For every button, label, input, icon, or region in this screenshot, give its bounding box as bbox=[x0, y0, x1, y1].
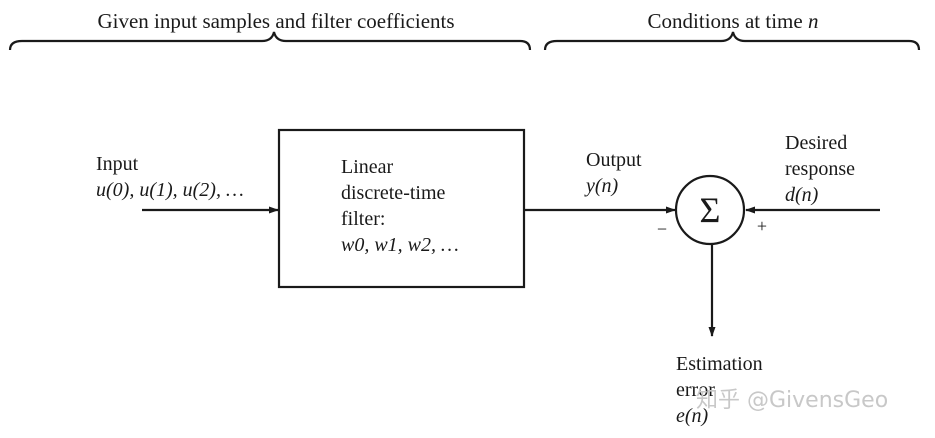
error-line2: error bbox=[676, 379, 715, 401]
brace-right bbox=[543, 31, 921, 51]
watermark: 知乎 @GivensGeo bbox=[696, 388, 888, 413]
filter-line3: filter: bbox=[341, 208, 385, 230]
brace-left bbox=[8, 31, 532, 51]
output-label: Output bbox=[586, 149, 642, 171]
desired-symbol: d(n) bbox=[785, 184, 819, 206]
header-right: Conditions at time n bbox=[648, 9, 819, 33]
filter-line2: discrete-time bbox=[341, 182, 446, 204]
sigma-symbol: Σ bbox=[700, 190, 721, 230]
error-line1: Estimation bbox=[676, 353, 763, 375]
input-samples: u(0), u(1), u(2), … bbox=[96, 179, 244, 201]
filter-box bbox=[277, 128, 526, 289]
desired-line2: response bbox=[785, 158, 855, 180]
error-symbol: e(n) bbox=[676, 405, 709, 427]
plus-sign: + bbox=[757, 216, 767, 236]
output-symbol: y(n) bbox=[584, 175, 619, 197]
filter-coefficients: w0, w1, w2, … bbox=[341, 234, 459, 256]
summing-junction bbox=[674, 174, 746, 246]
desired-line1: Desired bbox=[785, 132, 847, 154]
minus-sign: − bbox=[657, 219, 667, 239]
input-label: Input bbox=[96, 153, 139, 175]
header-right-text: Conditions at time bbox=[648, 9, 808, 33]
header-right-var: n bbox=[808, 9, 819, 33]
header-left: Given input samples and filter coefficie… bbox=[97, 9, 454, 33]
filter-line1: Linear bbox=[341, 156, 394, 178]
